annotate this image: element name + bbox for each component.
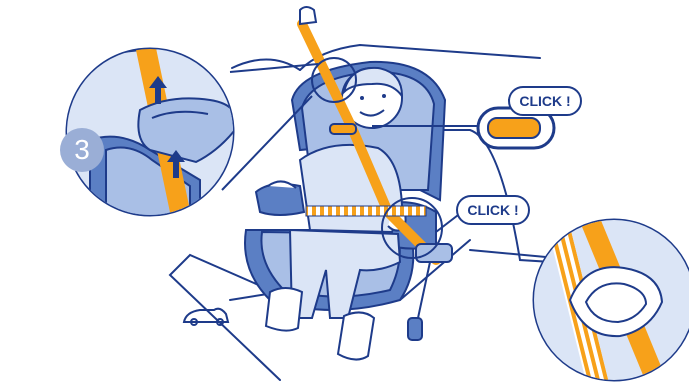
lap-belt [306, 206, 426, 216]
car-icon [184, 309, 228, 325]
click-callout-top: CLICK ! [508, 86, 582, 116]
belt-anchor [300, 7, 316, 24]
click-callout-middle: CLICK ! [456, 195, 530, 225]
belt-buckle-icon [408, 318, 422, 340]
buckle-cable [418, 262, 430, 318]
belt-clip [330, 124, 356, 134]
step-number-badge: 3 [60, 128, 104, 172]
detail-hip-clip [530, 220, 689, 384]
buckle-latch [416, 244, 452, 262]
